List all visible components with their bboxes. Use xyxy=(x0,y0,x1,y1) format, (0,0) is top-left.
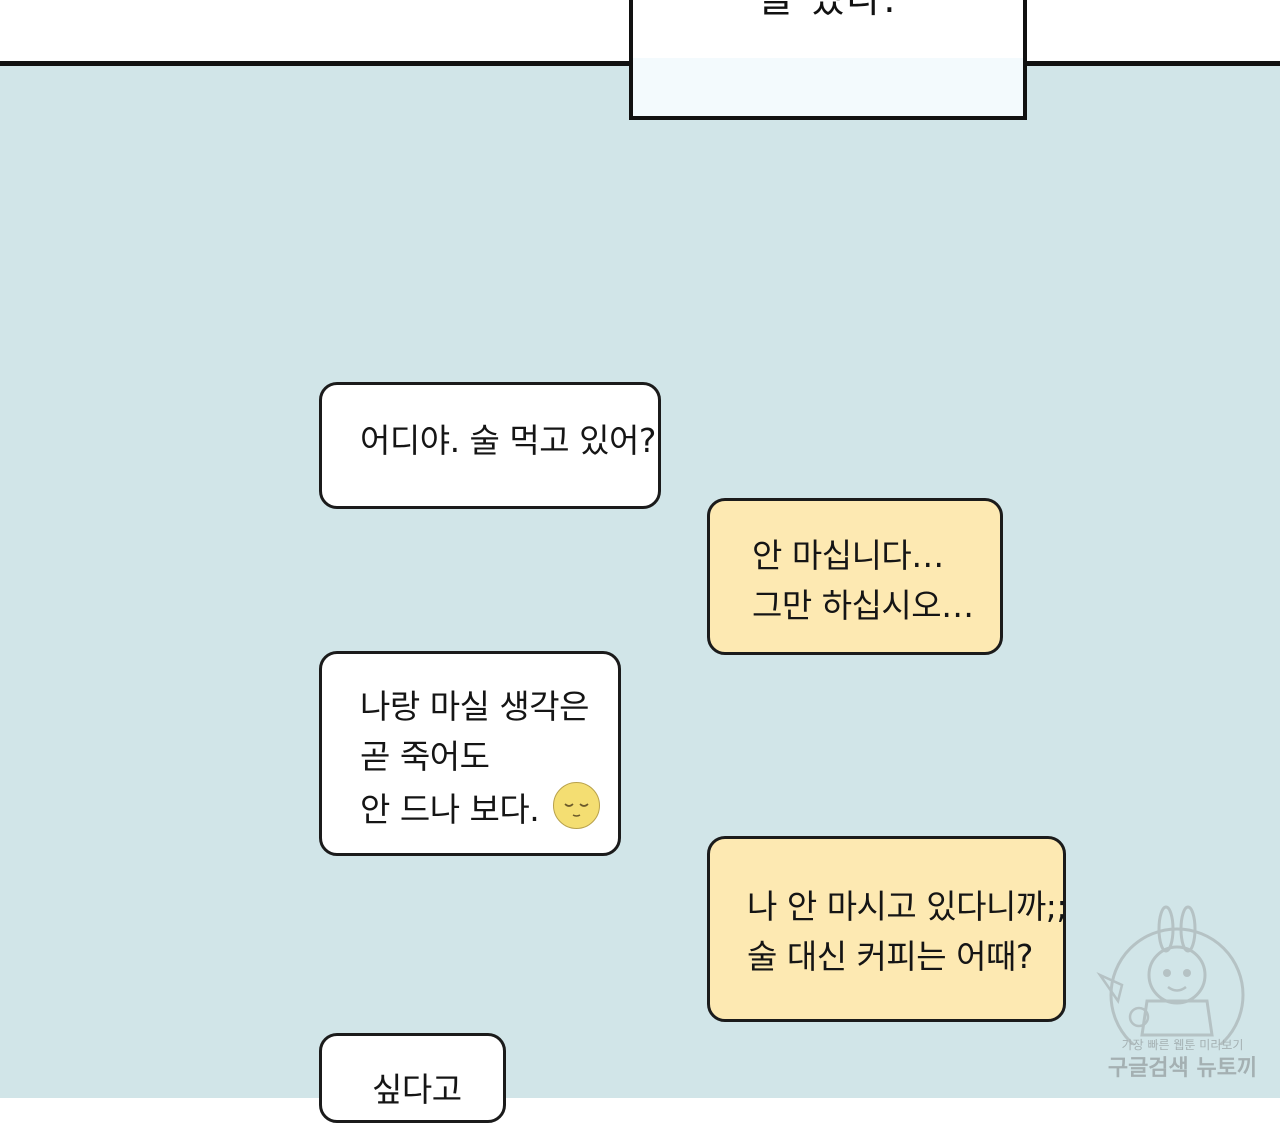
watermark-big-text: 구글검색 뉴토끼 xyxy=(1107,1056,1258,1081)
message-bubble-incoming: 싶다고 xyxy=(319,1033,506,1123)
message-line: 술 대신 커피는 어때? xyxy=(747,937,1033,977)
message-line: 나 안 마시고 있다니까;; xyxy=(747,887,1067,926)
message-line: 안 드나 보다. xyxy=(360,782,601,835)
narration-caption-text: 을 었다. xyxy=(633,0,1023,23)
chat-panel: 가장 빠른 웹툰 미리보기 구글검색 뉴토끼 어디야. 술 먹고 있어? 안 마… xyxy=(0,61,1280,1123)
narration-caption-box: 을 었다. xyxy=(629,0,1027,120)
message-line: 곧 죽어도 xyxy=(360,737,490,777)
message-bubble-incoming: 나랑 마실 생각은 곧 죽어도 안 드나 보다. xyxy=(319,651,621,856)
watermark: 가장 빠른 웹툰 미리보기 구글검색 뉴토끼 xyxy=(1092,905,1262,1095)
message-line: 안 마십니다… xyxy=(752,536,944,575)
message-line: 어디야. 술 먹고 있어? xyxy=(360,421,656,460)
message-line: 나랑 마실 생각은 xyxy=(360,687,590,726)
message-line: 싶다고 xyxy=(372,1070,462,1109)
message-bubble-incoming: 어디야. 술 먹고 있어? xyxy=(319,382,661,509)
message-line: 그만 하십시오… xyxy=(752,586,974,626)
watermark-mascot-icon xyxy=(1096,905,1245,1063)
message-bubble-outgoing: 안 마십니다… 그만 하십시오… xyxy=(707,498,1003,655)
message-bubble-outgoing: 나 안 마시고 있다니까;; 술 대신 커피는 어때? xyxy=(707,836,1067,1022)
watermark-small-text: 가장 빠른 웹툰 미리보기 xyxy=(1121,1038,1244,1052)
sleeping-face-icon xyxy=(553,782,601,830)
